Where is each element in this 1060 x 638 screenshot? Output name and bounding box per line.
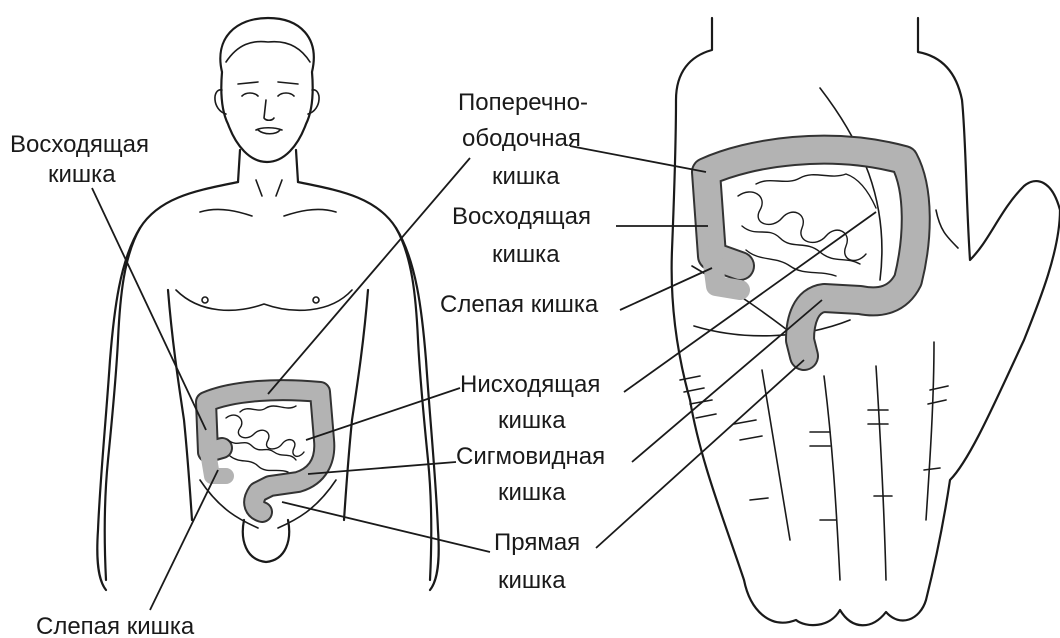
right-eye xyxy=(278,93,294,96)
label-ascending-1: Восходящая xyxy=(452,203,591,230)
label-descending-2: кишка xyxy=(498,407,566,434)
leader-body-transverse xyxy=(268,158,470,394)
palm-outline xyxy=(672,18,1060,625)
neck-muscles xyxy=(256,180,282,196)
label-transverse-2: ободочная xyxy=(462,125,581,152)
label-body-ascending-1: Восходящая xyxy=(10,131,149,158)
label-descending-1: Нисходящая xyxy=(460,371,600,398)
body-small-intestine xyxy=(226,406,304,472)
nose xyxy=(264,100,274,120)
label-cecum: Слепая кишка xyxy=(440,291,599,318)
left-eye xyxy=(242,93,258,96)
human-figure xyxy=(97,18,438,590)
right-nipple xyxy=(313,297,319,303)
label-rectum-2: кишка xyxy=(498,567,566,594)
label-sigmoid-2: кишка xyxy=(498,479,566,506)
palm-crease-3 xyxy=(820,88,882,280)
label-body-ascending-2: кишка xyxy=(48,161,116,188)
left-eyebrow xyxy=(238,82,258,84)
leader-palm-sigmoid xyxy=(632,300,822,462)
left-nipple xyxy=(202,297,208,303)
leader-palm-transverse xyxy=(570,146,706,172)
collarbone xyxy=(200,209,336,216)
label-transverse-3: кишка xyxy=(492,163,560,190)
mouth xyxy=(256,128,282,134)
finger-separations xyxy=(762,342,934,580)
right-side-torso xyxy=(344,290,368,520)
palm-colon xyxy=(706,150,916,356)
palm-crease-2 xyxy=(694,320,850,336)
label-body-cecum: Слепая кишка xyxy=(36,613,195,638)
label-sigmoid-1: Сигмовидная xyxy=(456,443,605,470)
head-outline xyxy=(220,18,313,162)
right-eyebrow xyxy=(278,82,298,84)
leader-palm-cecum xyxy=(620,268,712,310)
label-transverse-1: Поперечно- xyxy=(458,89,588,116)
label-ascending-2: кишка xyxy=(492,241,560,268)
leader-body-cecum xyxy=(150,470,218,610)
labels: Восходящая кишка Слепая кишка Поперечно-… xyxy=(10,89,605,638)
left-side-torso xyxy=(168,290,192,520)
label-rectum-1: Прямая xyxy=(494,529,580,556)
palm-figure xyxy=(672,18,1060,625)
thumb-crease xyxy=(936,210,958,248)
leader-body-ascending xyxy=(92,188,206,430)
leader-body-rectum xyxy=(282,502,490,552)
finger-creases xyxy=(680,376,948,520)
hair-line xyxy=(226,42,310,62)
